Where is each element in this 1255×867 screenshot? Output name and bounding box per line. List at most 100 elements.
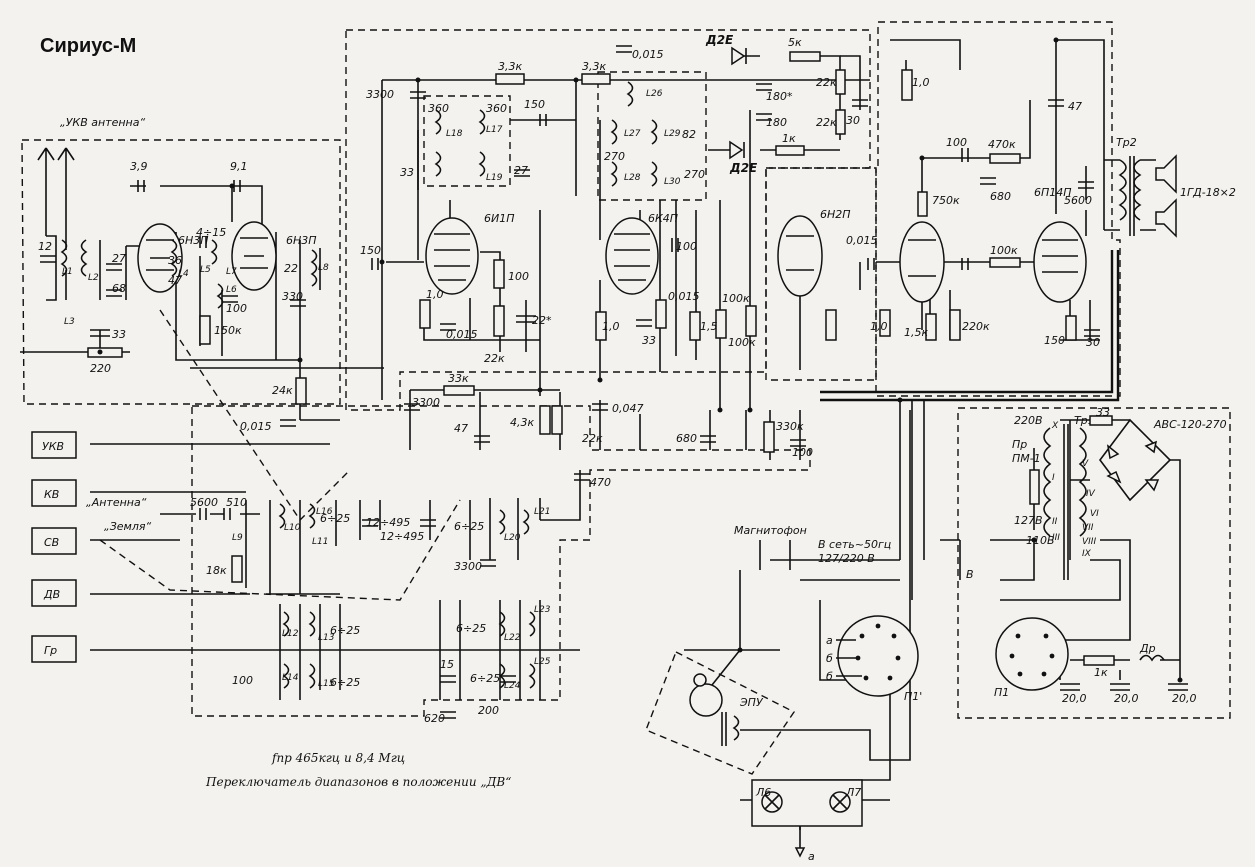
detector-diodes: Д2Е Д2Е <box>705 33 758 175</box>
svg-text:1,5: 1,5 <box>700 320 718 333</box>
mains-label-1: В сеть~50гц <box>818 538 891 551</box>
svg-text:0,015: 0,015 <box>632 48 664 61</box>
filter-cap-3: 20,0 <box>1172 692 1197 705</box>
svg-text:L12: L12 <box>282 629 299 639</box>
svg-text:L27: L27 <box>624 129 641 139</box>
svg-text:3300: 3300 <box>412 396 440 409</box>
tube-v7-label: 6П14П <box>1034 186 1072 199</box>
band-button-phono[interactable] <box>31 635 77 663</box>
svg-text:L29: L29 <box>664 129 681 139</box>
ground-input-label: „Земля“ <box>104 520 151 533</box>
power-transformer: Тр1 АВС-120-270 <box>1043 414 1227 580</box>
svg-text:X: X <box>1051 421 1059 431</box>
svg-text:24к: 24к <box>272 384 293 397</box>
inductor-labels: L1 L2 L3 L4 L5 L6 L7 L8 L9 L10 L11 L12 L… <box>62 89 681 691</box>
band-button-mw-label: СВ <box>44 536 59 549</box>
svg-text:V: V <box>1082 459 1089 469</box>
lamp-l6-label: Л6 <box>755 786 771 799</box>
svg-text:18к: 18к <box>206 564 227 577</box>
svg-text:82: 82 <box>682 128 696 141</box>
svg-text:12÷495: 12÷495 <box>380 530 424 543</box>
band-button-vhf[interactable] <box>31 431 77 459</box>
svg-text:L28: L28 <box>624 173 641 183</box>
svg-text:680: 680 <box>676 432 697 445</box>
svg-text:33: 33 <box>400 166 414 179</box>
band-button-lw-label: ДВ <box>43 588 60 601</box>
band-button-sw[interactable] <box>31 479 77 507</box>
r-1k-power: 1к <box>1094 666 1108 679</box>
svg-text:470к: 470к <box>988 138 1016 151</box>
svg-text:L22: L22 <box>504 633 521 643</box>
svg-text:100: 100 <box>946 136 967 149</box>
band-button-mw[interactable] <box>31 527 77 555</box>
tube-v3-label: 6И1П <box>484 212 515 225</box>
svg-text:L11: L11 <box>312 537 328 547</box>
lamp-l7-label: Л7 <box>845 786 861 799</box>
svg-text:L16: L16 <box>316 507 333 517</box>
svg-text:1,0: 1,0 <box>602 320 620 333</box>
antenna-input-label: „Антенна“ <box>86 496 147 509</box>
svg-text:47: 47 <box>454 422 468 435</box>
svg-text:33: 33 <box>112 328 126 341</box>
speakers-label: 1ГД-18×2 <box>1180 186 1236 199</box>
svg-text:5600: 5600 <box>1064 194 1092 207</box>
power-wiring <box>940 418 1181 680</box>
svg-text:L8: L8 <box>318 263 329 273</box>
tap-220: 220В <box>1014 414 1043 427</box>
tube-v1-label: 6Н3П <box>178 234 209 247</box>
svg-text:620: 620 <box>424 712 445 725</box>
band-button-lw[interactable] <box>31 579 77 607</box>
svg-text:L23: L23 <box>534 605 551 615</box>
svg-text:22*: 22* <box>532 314 552 327</box>
svg-text:L7: L7 <box>226 267 237 277</box>
svg-text:L19: L19 <box>486 173 503 183</box>
lamp-ground-label: а <box>808 850 815 863</box>
supply-bus <box>820 250 1120 600</box>
svg-text:L6: L6 <box>226 285 237 295</box>
svg-text:36: 36 <box>168 254 182 267</box>
mains-switch-label: В <box>966 568 974 581</box>
record-player-label: ЭПУ <box>739 696 764 709</box>
tube-v6 <box>899 221 945 303</box>
svg-text:27: 27 <box>514 164 528 177</box>
svg-text:L25: L25 <box>534 657 551 667</box>
svg-text:L17: L17 <box>486 125 503 135</box>
svg-text:150: 150 <box>524 98 545 111</box>
band-button-vhf-label: УКВ <box>42 440 64 453</box>
svg-text:L3: L3 <box>64 317 75 327</box>
svg-text:100: 100 <box>508 270 529 283</box>
svg-text:3,3к: 3,3к <box>498 60 522 73</box>
choke-label: Др <box>1139 642 1156 655</box>
svg-text:510: 510 <box>226 496 247 509</box>
svg-text:1,0: 1,0 <box>426 288 444 301</box>
tube-v4-label: 6К4П <box>648 212 678 225</box>
junctions <box>97 37 1183 683</box>
r-33: 33 <box>1096 406 1110 419</box>
tube-v2: 6Н3П <box>231 221 317 291</box>
rectifier-bridge <box>1106 440 1160 492</box>
svg-text:L20: L20 <box>504 533 521 543</box>
svg-text:0,047: 0,047 <box>612 402 644 415</box>
svg-text:22: 22 <box>284 262 298 275</box>
pilot-lamps: Л6 Л7 а <box>751 779 863 863</box>
svg-text:VIII: VIII <box>1082 537 1096 547</box>
diode-d1-label: Д2Е <box>705 33 734 47</box>
svg-text:15: 15 <box>440 658 454 671</box>
speakers: 1ГД-18×2 <box>1155 154 1236 238</box>
connector-p1-label: П1 <box>994 686 1009 699</box>
connector-pin-v: б <box>826 670 833 683</box>
tap-110: 110В <box>1026 534 1055 547</box>
svg-text:33к: 33к <box>448 372 469 385</box>
svg-text:330: 330 <box>282 290 303 303</box>
svg-text:L15: L15 <box>318 679 335 689</box>
connector-p1b-label: П1' <box>904 690 922 703</box>
svg-text:0,015: 0,015 <box>240 420 272 433</box>
svg-text:360: 360 <box>428 102 449 115</box>
tube-v4: 6К4П <box>605 212 678 295</box>
band-switch-note: Переключатель диапазонов в положении „ДВ… <box>205 775 511 789</box>
tube-v3: 6И1П <box>425 212 515 295</box>
svg-text:22к: 22к <box>582 432 603 445</box>
svg-text:L5: L5 <box>200 265 211 275</box>
svg-text:0,015: 0,015 <box>446 328 478 341</box>
svg-text:5к: 5к <box>788 36 802 49</box>
